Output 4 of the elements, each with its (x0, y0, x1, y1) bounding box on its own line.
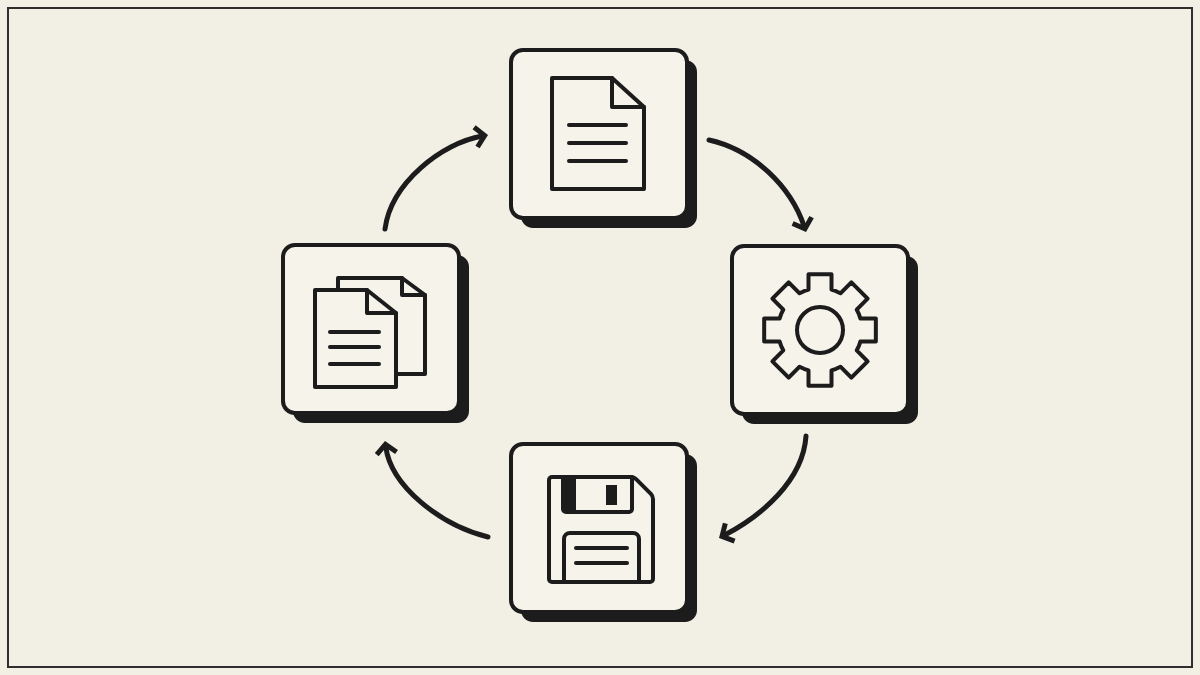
arrow (706, 137, 814, 232)
arrow (382, 125, 488, 232)
arrow (719, 433, 809, 544)
arrow (374, 441, 491, 540)
